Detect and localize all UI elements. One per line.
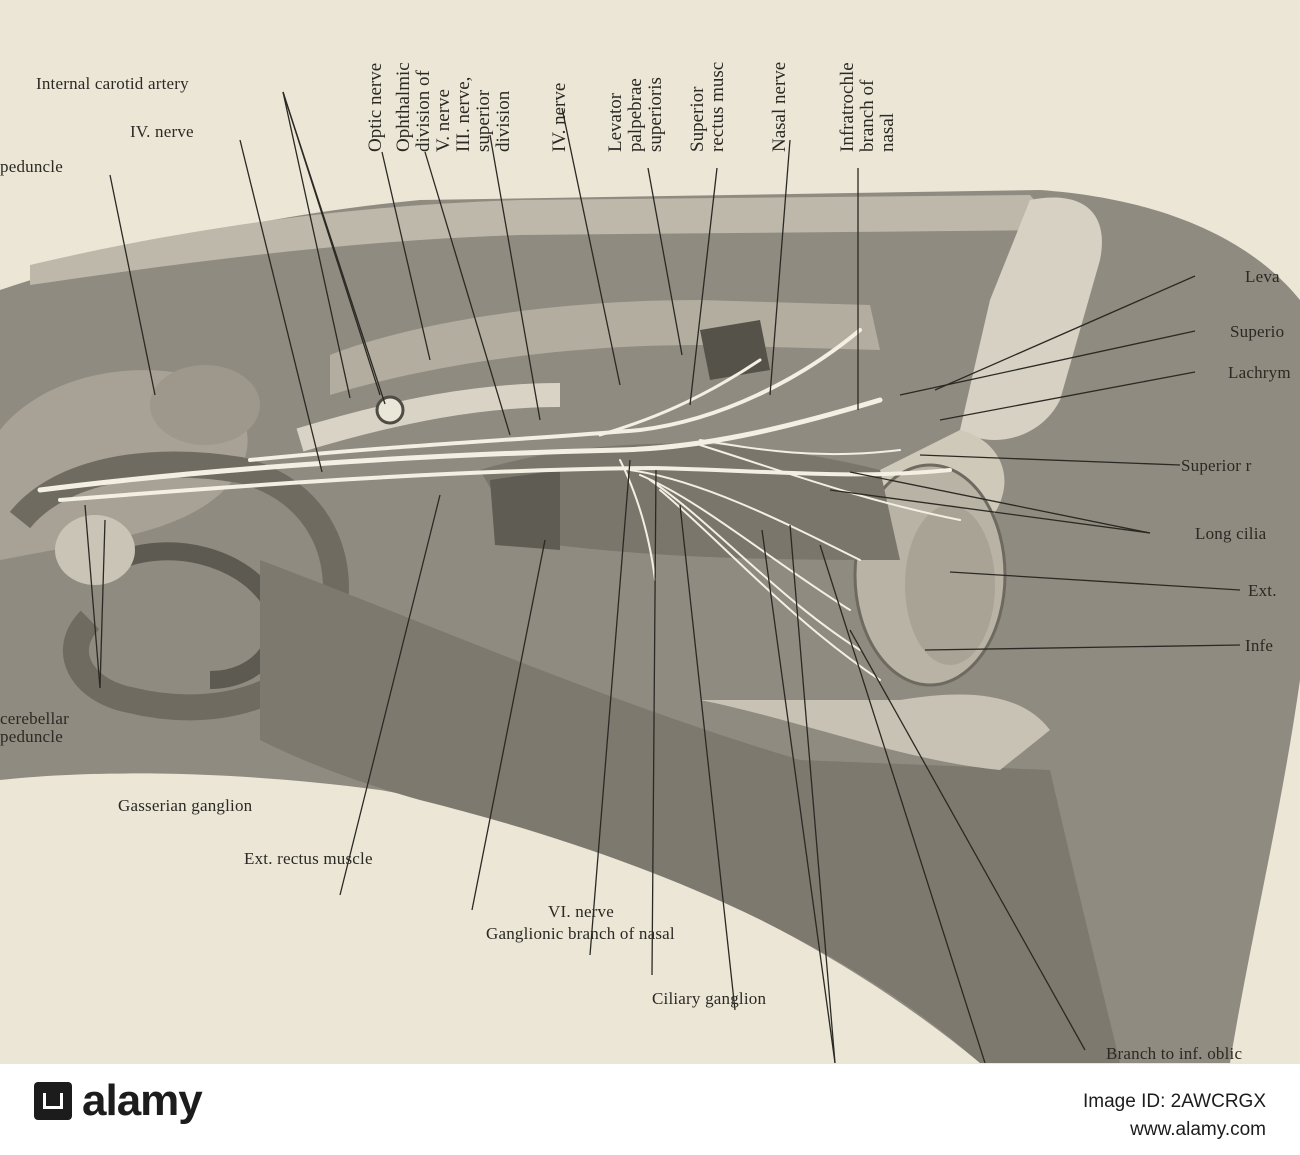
label-superior-division: superior <box>473 89 494 152</box>
label-ext-rectus-muscle: Ext. rectus muscle <box>244 849 373 868</box>
anatomical-plate: Internal carotid artery IV. nerve pedunc… <box>0 0 1300 1063</box>
stock-watermark-bar: alamy Image ID: 2AWCRGX www.alamy.com <box>0 1063 1300 1155</box>
image-id: Image ID: 2AWCRGX <box>1082 1091 1266 1112</box>
label-branch-to-inf-oblique: Branch to inf. oblic <box>1106 1044 1243 1063</box>
label-ophthalmic: Ophthalmic <box>393 62 414 152</box>
label-lachrymal: Lachrym <box>1228 363 1291 382</box>
label-iv-nerve-vertical: IV. nerve <box>549 82 570 152</box>
label-superior-rectus-right: Superior r <box>1181 456 1252 475</box>
label-cerebellar: cerebellar <box>0 709 69 728</box>
brand-logo[interactable]: alamy <box>34 1076 203 1126</box>
label-long-ciliary: Long cilia <box>1195 524 1267 543</box>
label-nasal: nasal <box>877 112 898 152</box>
label-gasserian-ganglion: Gasserian ganglion <box>118 796 253 815</box>
label-ciliary-ganglion: Ciliary ganglion <box>652 989 767 1008</box>
label-optic-nerve: Optic nerve <box>365 62 386 152</box>
label-levator-right: Leva <box>1245 267 1280 286</box>
label-rectus-muscle: rectus musc <box>707 61 728 152</box>
label-branch-of: branch of <box>857 79 878 152</box>
label-ganglionic-branch: Ganglionic branch of nasal <box>486 924 675 943</box>
brand-name: alamy <box>82 1076 203 1125</box>
label-levator: Levator <box>605 92 626 152</box>
label-infratrochlear: Infratrochle <box>837 62 858 152</box>
label-iv-nerve: IV. nerve <box>130 122 194 141</box>
label-inferior-right: Infe <box>1245 636 1274 655</box>
label-superior-right: Superio <box>1230 322 1285 341</box>
label-palpebrae: palpebrae <box>625 78 646 152</box>
label-division: division <box>493 90 514 152</box>
stock-info: Image ID: 2AWCRGX www.alamy.com <box>1083 1090 1266 1142</box>
orbit-dissection-illustration <box>0 91 1300 1063</box>
label-internal-carotid-artery: Internal carotid artery <box>36 74 189 93</box>
label-superioris: superioris <box>645 77 666 152</box>
label-ext-right: Ext. <box>1248 581 1277 600</box>
alamy-logo-icon <box>34 1082 72 1120</box>
label-iii-nerve: III. nerve, <box>453 76 474 152</box>
label-v-nerve: V. nerve <box>433 89 454 152</box>
label-peduncle: peduncle <box>0 157 63 176</box>
site-url[interactable]: www.alamy.com <box>1130 1119 1266 1140</box>
label-division-of: division of <box>413 70 434 152</box>
label-cerebellar-peduncle: peduncle <box>0 727 63 746</box>
label-vi-nerve: VI. nerve <box>548 902 614 921</box>
label-superior: Superior <box>687 86 708 152</box>
label-nasal-nerve: Nasal nerve <box>769 61 790 152</box>
